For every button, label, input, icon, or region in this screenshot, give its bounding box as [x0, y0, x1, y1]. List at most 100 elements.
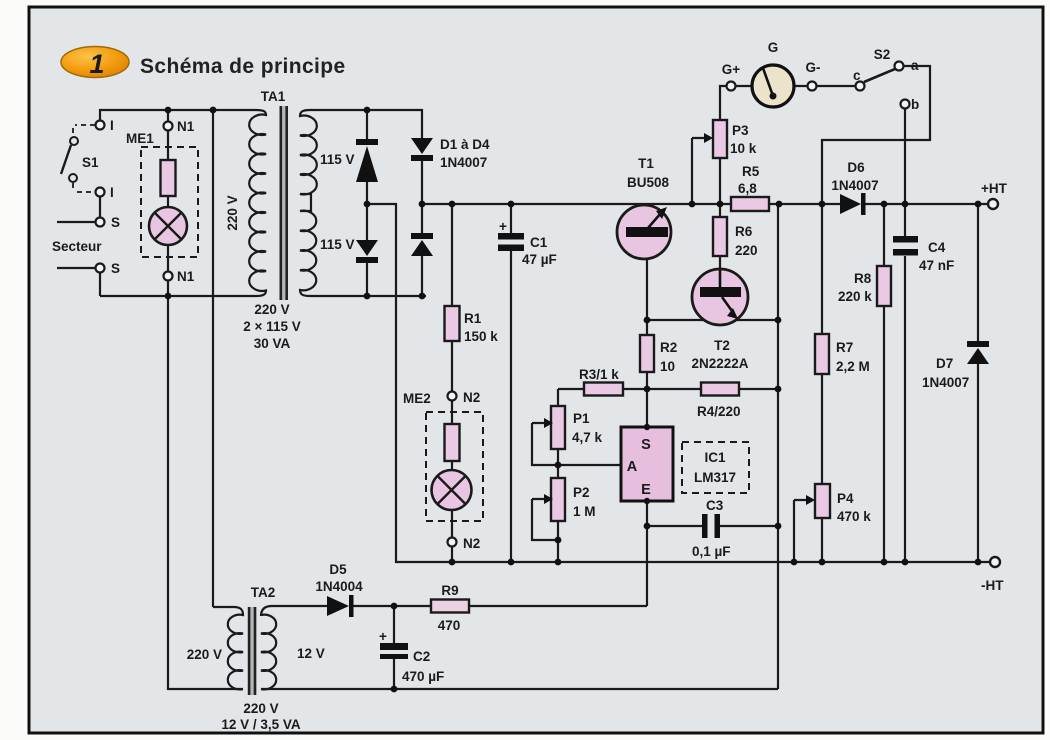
label-r6: R6 — [735, 224, 753, 239]
label-r2-value: 10 — [660, 359, 675, 374]
galvanometer — [750, 63, 796, 109]
ic1-regulator: S A E IC1 LM317 — [619, 425, 750, 503]
t2-base-bar — [700, 287, 741, 297]
label-n2-bot: N2 — [463, 536, 480, 551]
label-d5-type: 1N4004 — [315, 579, 363, 594]
p3-wiper-arrow — [704, 133, 713, 143]
s2-contact-b — [899, 98, 911, 110]
label-r4: R4/220 — [697, 404, 741, 419]
ta1-secondary2-voltage: 115 V — [320, 237, 355, 252]
g-plus-terminal — [725, 80, 737, 92]
label-p3: P3 — [732, 123, 749, 138]
ta2-primary-voltage: 220 V — [187, 647, 222, 662]
c2-plus: + — [379, 629, 387, 644]
label-c2: C2 — [413, 649, 430, 664]
label-r3: R3/1 k — [579, 367, 619, 382]
transformer-ta1: TA1 220 V 115 V 115 V 220 V 2 × 115 V 30… — [225, 89, 355, 351]
label-p3-value: 10 k — [730, 141, 757, 156]
capacitor-c1: + C1 47 µF — [498, 219, 557, 267]
s2-contact-c — [854, 80, 866, 92]
ic1-pin-s: S — [641, 437, 651, 453]
c1-plus: + — [499, 219, 507, 234]
label-t2-type: 2N2222A — [691, 356, 748, 371]
ta1-spec3: 30 VA — [254, 336, 291, 351]
label-n1-bot: N1 — [177, 269, 195, 284]
label-r1-value: 150 k — [464, 329, 498, 344]
label-c1: C1 — [530, 235, 548, 250]
g-minus-terminal — [806, 80, 818, 92]
label-c1-value: 47 µF — [522, 252, 557, 267]
label-r5: R5 — [742, 164, 760, 179]
label-r6-value: 220 — [735, 243, 758, 258]
label-s1: S1 — [82, 155, 99, 170]
ta1-spec1: 220 V — [254, 302, 289, 317]
n2-top-terminal — [446, 390, 458, 402]
ic1-pin-e: E — [641, 482, 651, 498]
ta2-spec1: 220 V — [243, 701, 278, 716]
resistor-r2 — [638, 333, 656, 374]
label-d7: D7 — [936, 356, 953, 371]
label-d5: D5 — [329, 562, 347, 577]
bridge-rectifier: D1 à D4 1N4007 — [356, 137, 490, 263]
diode-d5 — [327, 596, 349, 616]
r1-me2-branch: R1 150 k ME2 N2 N2 — [403, 304, 498, 551]
indicator-me1: ME1 N1 N1 — [126, 119, 199, 284]
label-me2: ME2 — [403, 391, 431, 406]
label-g-minus: G- — [806, 60, 821, 75]
potentiometer-p2 — [549, 476, 567, 523]
label-r5-value: 6,8 — [738, 181, 757, 196]
label-r7-value: 2,2 M — [836, 359, 870, 374]
me2-dashed-box — [425, 411, 484, 522]
ic1-pin-a: A — [627, 459, 638, 475]
resistor-r8 — [875, 264, 893, 308]
label-r9-value: 470 — [438, 618, 461, 633]
me1-resistor — [159, 158, 177, 198]
me1-lamp-cross — [153, 211, 183, 241]
label-t1: T1 — [638, 156, 654, 171]
label-ht-plus: +HT — [981, 181, 1008, 196]
ta2-core — [247, 607, 257, 695]
label-s2-b: b — [911, 97, 919, 112]
ta1-primary-voltage: 220 V — [225, 195, 240, 230]
potentiometer-p3 — [711, 118, 729, 160]
label-n2-top: N2 — [463, 390, 480, 405]
resistor-r1 — [443, 304, 461, 343]
label-s-mid: S — [111, 215, 120, 230]
s1-contact-s-top — [94, 216, 106, 228]
resistors-mid: R2 10 R3/1 k R4/220 — [579, 333, 741, 419]
n1-top-terminal — [162, 120, 174, 132]
ta2-label: TA2 — [251, 585, 276, 600]
t1-arrow — [656, 207, 667, 219]
label-n1-top: N1 — [177, 119, 195, 134]
me2-resistor — [443, 422, 461, 463]
page-title: Schéma de principe — [140, 55, 346, 78]
meter-needle — [761, 67, 775, 97]
ht-plus-terminal — [986, 197, 1000, 211]
label-ht-minus: -HT — [981, 578, 1004, 593]
ta1-primary-coil — [248, 108, 268, 298]
p3-r5-r6: P3 10 k R5 6,8 R6 220 — [704, 118, 771, 258]
n1-bottom-terminal — [162, 270, 174, 282]
label-p1: P1 — [573, 411, 590, 426]
potentiometer-p4 — [813, 482, 832, 520]
label-c4-value: 47 nF — [919, 258, 954, 273]
label-r8-value: 220 k — [838, 289, 872, 304]
resistor-r9 — [429, 598, 471, 614]
ta2-spec2: 12 V / 3,5 VA — [221, 717, 301, 732]
s1-lever — [59, 144, 73, 175]
potentiometer-p1 — [549, 404, 567, 451]
transistor-t1: T1 BU508 — [615, 156, 673, 261]
label-me1: ME1 — [126, 131, 154, 146]
label-c3-value: 0,1 µF — [692, 544, 731, 559]
diode-d6 — [840, 194, 861, 214]
label-r8: R8 — [854, 271, 872, 286]
label-s2: S2 — [874, 47, 891, 62]
resistor-r4 — [699, 381, 741, 397]
right-column-components: C4 47 nF R8 220 k R7 2,2 M D7 1N4007 P4 … — [806, 236, 989, 524]
ta1-spec2: 2 × 115 V — [243, 319, 300, 334]
ta1-label: TA1 — [261, 89, 286, 104]
me2-lamp-cross — [436, 475, 467, 505]
diode-d7 — [967, 348, 989, 364]
